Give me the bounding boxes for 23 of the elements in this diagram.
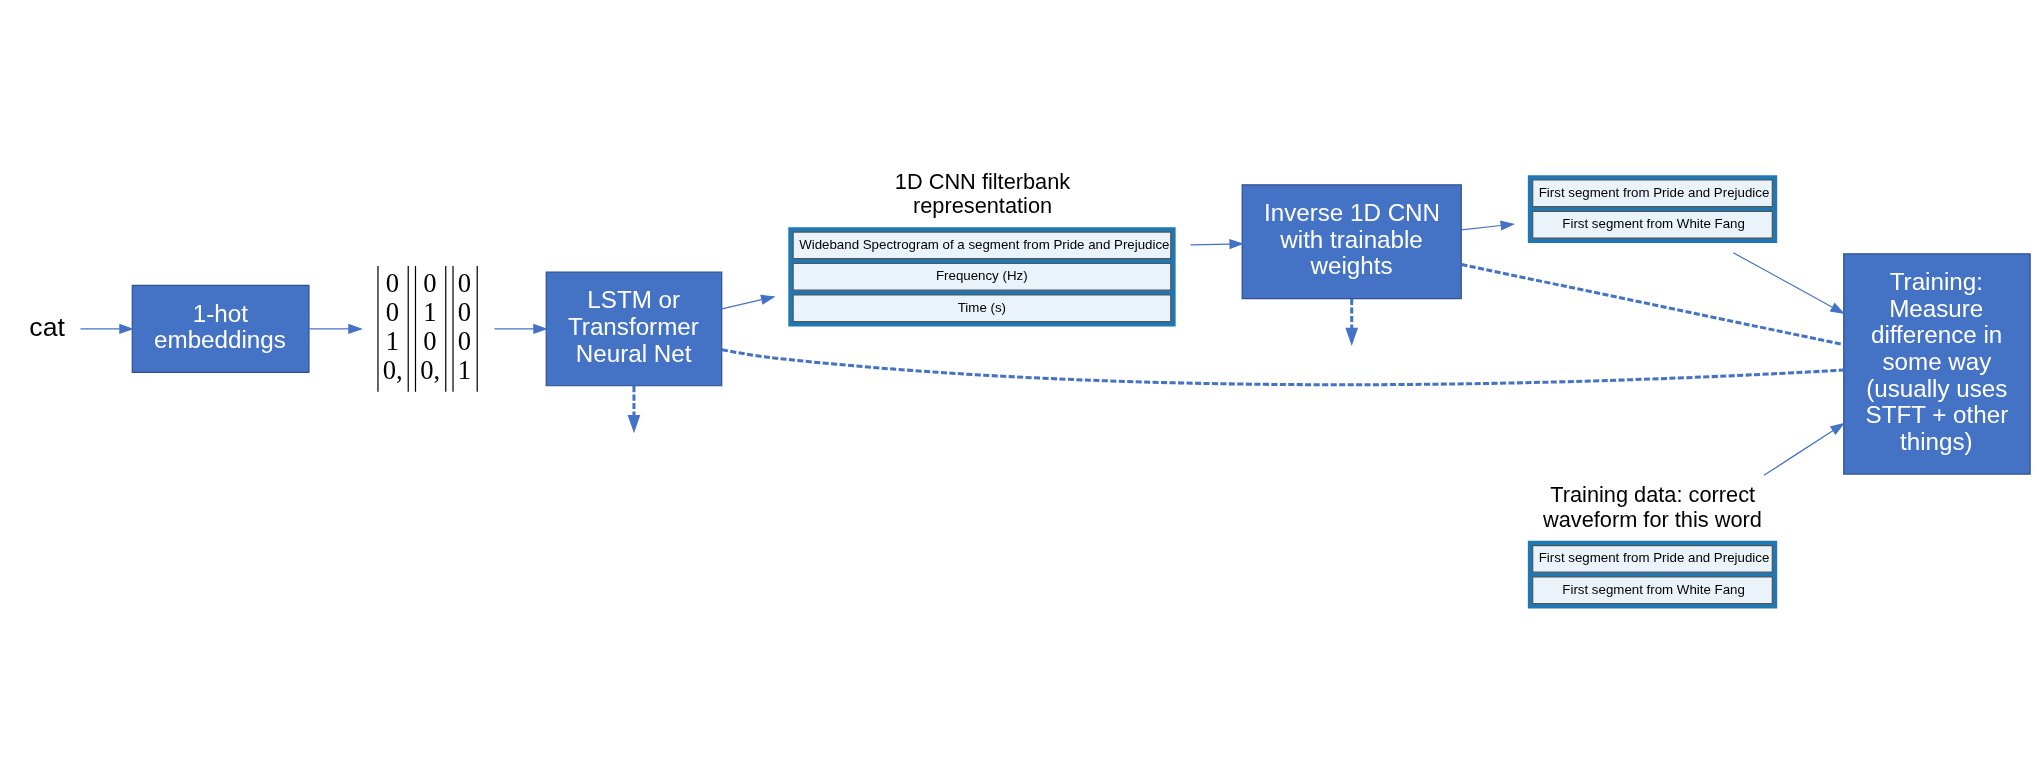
arrow [493,323,548,334]
node-text: 0 0 1 0, 0 1 0 0, 0 0 0 1 [382,268,471,386]
arrow [1460,220,1515,231]
arrow [1732,252,1845,315]
arrow [1189,239,1244,250]
node-box: Inverse 1D CNN with trainable weights [1241,184,1462,300]
node-box: Training: Measure difference in some way (usually uses STFT + other things) [1842,253,2031,475]
node-box: 1-hot embeddings [131,284,310,374]
arrow [720,294,776,310]
node-label: 1D CNN filterbank representation [894,168,1070,219]
arrow [1344,298,1358,346]
arrow [1762,422,1845,476]
connector [1460,263,1844,347]
node-box: LSTM or Transformer Neural Net [545,271,722,387]
arrow [79,323,134,334]
node-box: First segment from Pride and Prejudice First segment from White Fang [1527,175,1777,243]
arrow [627,386,640,434]
node-text: cat [28,311,65,342]
connector [721,348,1844,387]
node-label: Training data: correct waveform for this word [1542,482,1762,532]
arrow [308,323,363,334]
node-box: Wideband Spectrogram of a segment from Pride and Prejudice Frequency (Hz) Time (s) [787,227,1176,327]
node-box: First segment from Pride and Prejudice First segment from White Fang [1527,540,1777,609]
